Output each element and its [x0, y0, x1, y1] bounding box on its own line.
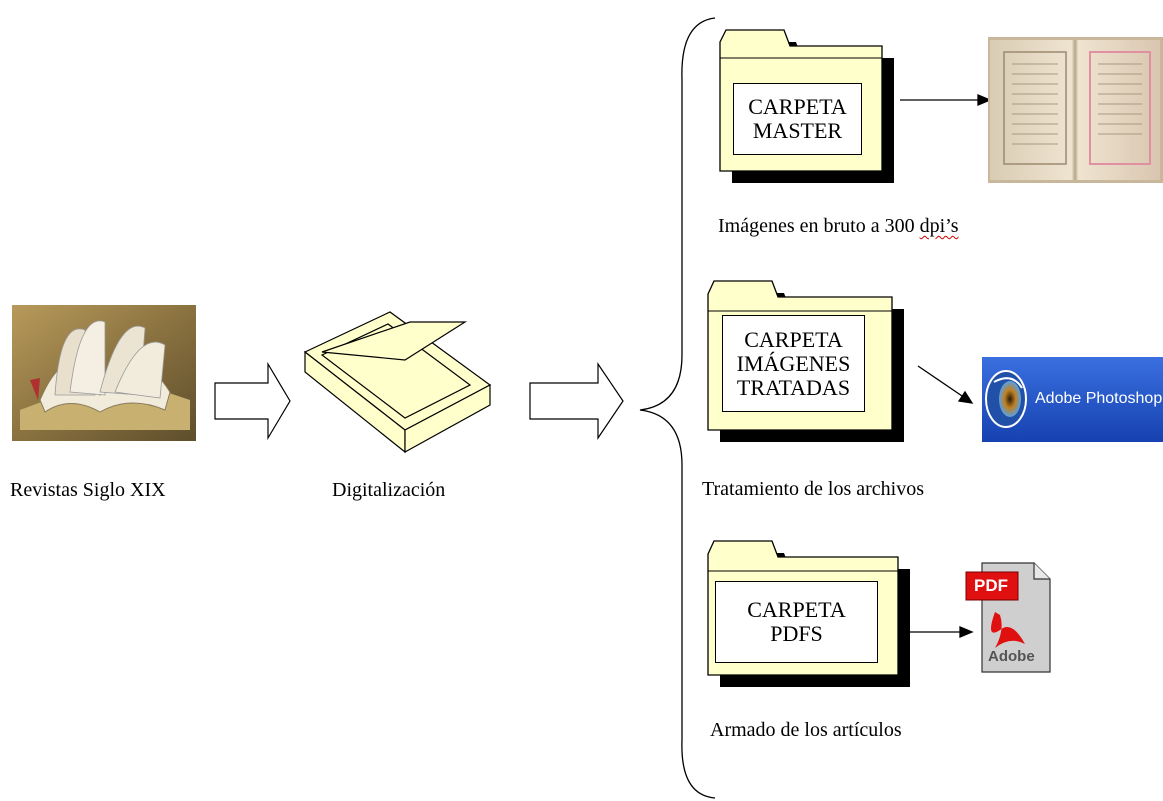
folder-tratadas-label: CARPETA IMÁGENES TRATADAS	[722, 315, 865, 412]
scanner-icon	[303, 311, 492, 454]
caption-imagenes-bruto-suffix: dpi’s	[919, 215, 959, 237]
pdf-file-icon	[965, 562, 1051, 673]
folder-master-line1: CARPETA	[748, 94, 847, 119]
pdf-badge-label: PDF	[974, 576, 1008, 595]
caption-armado: Armado de los artículos	[710, 719, 902, 741]
caption-imagenes-bruto: Imágenes en bruto a 300 dpi’s	[718, 216, 959, 236]
photoshop-label: Adobe Photoshop	[1035, 390, 1163, 407]
caption-imagenes-bruto-prefix: Imágenes en bruto a 300	[718, 215, 920, 237]
folder-master-line2: MASTER	[752, 118, 843, 143]
folder-pdfs-line1: CARPETA	[747, 597, 846, 622]
folder-pdfs-line2: PDFS	[770, 621, 823, 646]
curly-brace	[639, 17, 716, 799]
folder-pdfs-label: CARPETA PDFS	[715, 581, 878, 663]
connector-master-arrow	[900, 94, 992, 106]
open-book-pages-icon	[988, 37, 1163, 183]
folder-tratadas-line2: IMÁGENES	[736, 350, 851, 376]
caption-tratamiento: Tratamiento de los archivos	[702, 478, 925, 500]
connector-pdfs-arrow	[900, 626, 974, 638]
folder-master-label: CARPETA MASTER	[733, 83, 862, 155]
caption-digitalizacion: Digitalización	[332, 479, 446, 501]
connector-tratadas-arrow	[917, 365, 974, 404]
caption-revistas: Revistas Siglo XIX	[10, 479, 166, 501]
adobe-photoshop-icon	[982, 357, 1163, 442]
pdf-adobe-label: Adobe	[988, 648, 1035, 665]
folder-tratadas-line1: CARPETA	[744, 326, 843, 352]
process-arrow-2	[529, 362, 624, 440]
process-arrow-1	[214, 361, 291, 441]
open-book-photo-icon	[12, 305, 196, 441]
folder-tratadas-line3: TRATADAS	[736, 374, 851, 400]
